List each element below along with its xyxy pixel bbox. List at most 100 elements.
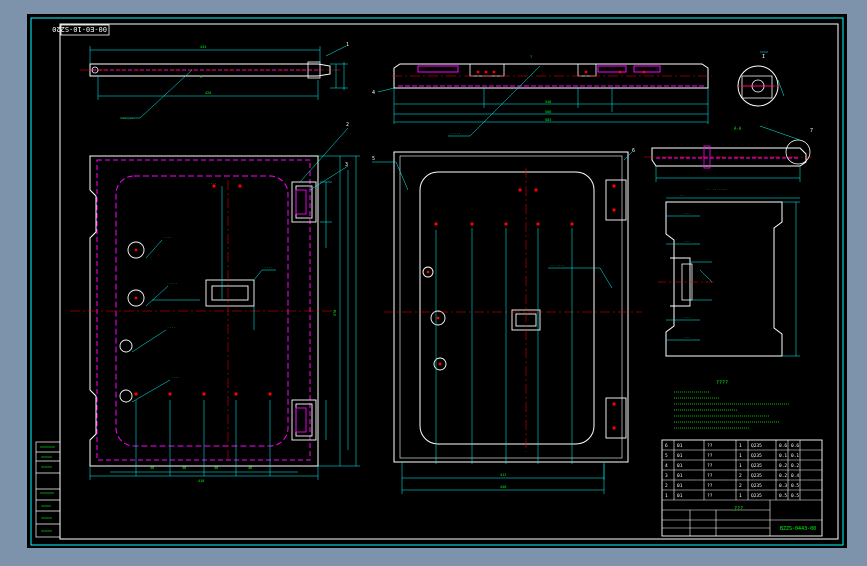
parts-cell: 0.3	[779, 483, 787, 489]
svg-text:426: 426	[205, 91, 211, 95]
svg-text:?: ?	[530, 55, 532, 59]
section-title: A-A	[734, 126, 742, 131]
svg-text:-- ----: -- ----	[550, 263, 565, 267]
parts-cell: Q235	[751, 453, 762, 459]
svg-text:583: 583	[545, 118, 551, 122]
top-left-elevation-view: 443 426 3 --.-- 1	[80, 42, 349, 121]
parts-cell: 01	[677, 463, 683, 469]
svg-text:443: 443	[200, 45, 206, 49]
parts-cell: 2	[665, 483, 668, 489]
svg-text:-.--: -.--	[167, 325, 175, 329]
section-view-A-A: A-A 7 -- -- ----	[644, 125, 813, 191]
svg-text:570: 570	[333, 310, 337, 316]
parts-cell: 6	[665, 443, 668, 449]
margin-table-marks	[40, 446, 55, 532]
parts-cell: 0.5	[779, 493, 787, 499]
svg-text:---: ---	[684, 315, 690, 319]
balloon-1: 1	[346, 42, 349, 48]
svg-text:3: 3	[200, 75, 202, 79]
drawing-code-box	[60, 24, 110, 36]
svg-text:-.--: -.--	[171, 375, 179, 379]
svg-text:-.--: -.--	[264, 265, 272, 269]
parts-cell: 0.5	[791, 493, 799, 499]
parts-cell: 0.2	[779, 463, 787, 469]
svg-text:46: 46	[150, 466, 154, 470]
parts-cell: 01	[677, 483, 683, 489]
balloon-3: 3	[345, 162, 348, 168]
svg-text:-.--: -.--	[163, 235, 171, 239]
technical-notes: ????	[674, 380, 790, 429]
svg-text:-.--: -.--	[208, 181, 216, 185]
svg-text:410: 410	[198, 479, 204, 483]
leader-note-top-left: --.--	[122, 116, 134, 121]
parts-cell: 1	[739, 453, 742, 459]
parts-cell: 0.5	[791, 483, 799, 489]
parts-cell: Q235	[751, 473, 762, 479]
parts-cell: 0.4	[791, 473, 799, 479]
parts-cell: ??	[707, 473, 713, 479]
svg-text:---: ---	[684, 335, 690, 339]
parts-cell: 2	[739, 483, 742, 489]
parts-cell: 01	[677, 453, 683, 459]
parts-cell: ??	[707, 463, 713, 469]
svg-text:--: --	[680, 193, 684, 197]
detail-view-I: I	[737, 51, 785, 107]
svg-text:412: 412	[500, 473, 506, 477]
margin-revision-table	[35, 441, 61, 538]
parts-cell: 0.2	[791, 463, 799, 469]
drawing-sheet	[27, 14, 847, 548]
parts-cell: 1	[739, 443, 742, 449]
top-center-plan-strip: ? 548 566 583 --.-- 4	[372, 55, 712, 137]
drawing-code-text: 00-E0-10-S220	[52, 25, 107, 33]
sheet-border-outer	[30, 17, 844, 546]
parts-cell: 0.1	[791, 453, 799, 459]
sheet-border-inner	[59, 23, 839, 540]
svg-text:548: 548	[545, 100, 551, 104]
parts-cell: 0.6	[779, 443, 787, 449]
balloon-5: 5	[372, 156, 375, 162]
parts-cell: ??	[707, 483, 713, 489]
right-side-view: --- --- --- --- --	[658, 193, 800, 357]
balloon-4: 4	[372, 90, 375, 96]
svg-text:46: 46	[182, 466, 186, 470]
parts-cell: Q235	[751, 493, 762, 499]
parts-cell: ??	[707, 453, 713, 459]
detail-label-I: I	[762, 54, 765, 60]
parts-cell: 3	[665, 473, 668, 479]
tech-notes-heading: ????	[716, 380, 728, 386]
parts-cell: 1	[665, 493, 668, 499]
svg-text:-- -- ----: -- -- ----	[706, 187, 727, 191]
balloon-6: 6	[632, 148, 635, 154]
parts-cell: 1	[739, 493, 742, 499]
parts-cell: 01	[677, 473, 683, 479]
parts-cell: 01	[677, 493, 683, 499]
parts-cell: ??	[707, 493, 713, 499]
parts-cell: 4	[665, 463, 668, 469]
drawing-number: BZZS-0443-00	[780, 526, 816, 532]
parts-cell: 5	[665, 453, 668, 459]
parts-cell: 2	[739, 473, 742, 479]
svg-text:440: 440	[500, 485, 506, 489]
svg-text:---: ---	[684, 239, 690, 243]
balloon-7: 7	[810, 128, 813, 134]
parts-cell: Q235	[751, 483, 762, 489]
svg-text:46: 46	[214, 466, 218, 470]
svg-text:--.--: --.--	[450, 131, 461, 135]
svg-text:566: 566	[545, 110, 551, 114]
balloon-2: 2	[346, 122, 349, 128]
parts-cell: 1	[739, 463, 742, 469]
svg-text:---: ---	[684, 211, 690, 215]
parts-cell: 0.1	[779, 453, 787, 459]
center-main-view: 412 440 -- ---- 5 6	[372, 148, 642, 494]
title-block-name: ???	[734, 506, 743, 512]
parts-cell: ??	[707, 443, 713, 449]
parts-cell: 0.2	[779, 473, 787, 479]
parts-cell: Q235	[751, 443, 762, 449]
svg-text:46: 46	[248, 466, 252, 470]
parts-cell: 0.6	[791, 443, 799, 449]
